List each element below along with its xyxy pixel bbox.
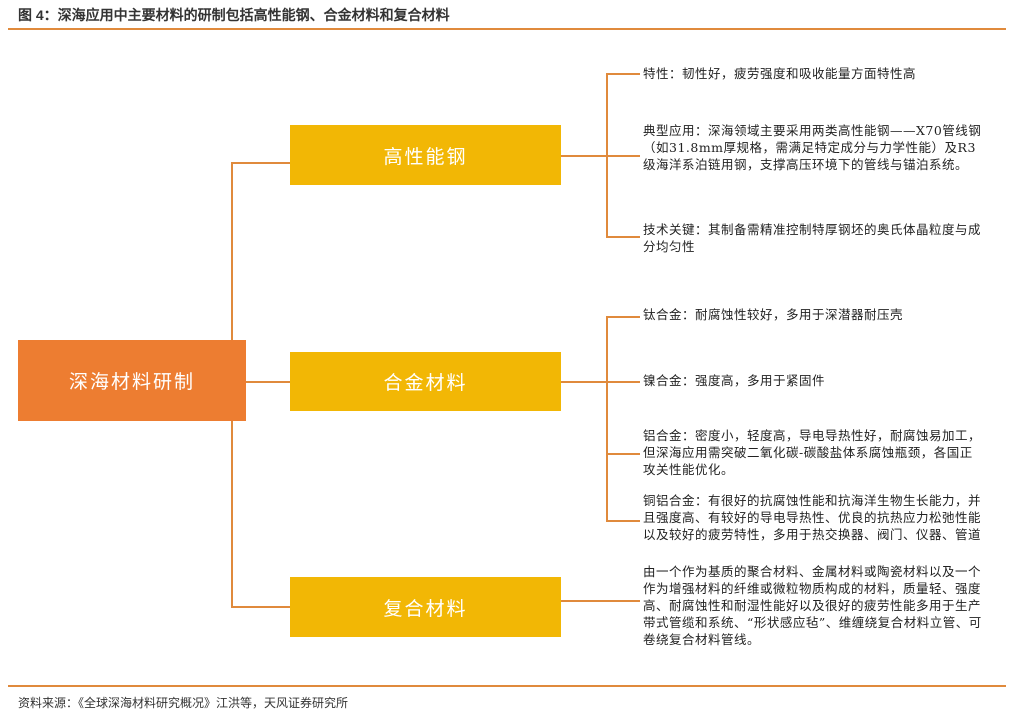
connector (561, 381, 607, 383)
title-rule (8, 28, 1006, 30)
branch-high-performance-steel: 高性能钢 (290, 125, 561, 185)
branch-alloy-materials: 合金材料 (290, 352, 561, 411)
connector (606, 73, 640, 75)
connector (606, 316, 640, 318)
root-node: 深海材料研制 (18, 340, 246, 421)
figure-title: 图 4：深海应用中主要材料的研制包括高性能钢、合金材料和复合材料 (18, 7, 450, 23)
connector (606, 316, 608, 521)
steel-application-text: 典型应用：深海领域主要采用两类高性能钢——X70管线钢（如31.8mm厚规格，需… (643, 123, 982, 172)
connector (231, 162, 290, 164)
nickel-alloy-text: 镍合金：强度高，多用于紧固件 (643, 373, 826, 388)
connector (606, 381, 640, 383)
connector (561, 155, 607, 157)
connector (606, 520, 640, 522)
aluminum-alloy-text: 铝合金：密度小，轻度高，导电导热性好，耐腐蚀易加工，但深海应用需突破二氧化碳-碳… (643, 428, 982, 477)
steel-property-text: 特性：韧性好，疲劳强度和吸收能量方面特性高 (643, 66, 917, 81)
connector (606, 236, 640, 238)
composite-text: 由一个作为基质的聚合材料、金属材料或陶瓷材料以及一个作为增强材料的纤维或微粒物质… (643, 564, 982, 647)
connector (246, 381, 290, 383)
steel-technology-text: 技术关键：其制备需精准控制特厚钢坯的奥氏体晶粒度与成分均匀性 (643, 222, 982, 254)
connector (561, 600, 640, 602)
connector (231, 606, 290, 608)
source-note: 资料来源：《全球深海材料研究概况》江洪等，天风证券研究所 (18, 696, 349, 710)
titanium-alloy-text: 钛合金：耐腐蚀性较好，多用于深潜器耐压壳 (643, 307, 904, 322)
branch-composite-materials: 复合材料 (290, 577, 561, 637)
connector (606, 155, 640, 157)
footer-rule (8, 685, 1006, 687)
connector (606, 453, 640, 455)
copper-aluminum-alloy-text: 铜铝合金：有很好的抗腐蚀性能和抗海洋生物生长能力，并且强度高、有较好的导电导热性… (643, 493, 982, 542)
